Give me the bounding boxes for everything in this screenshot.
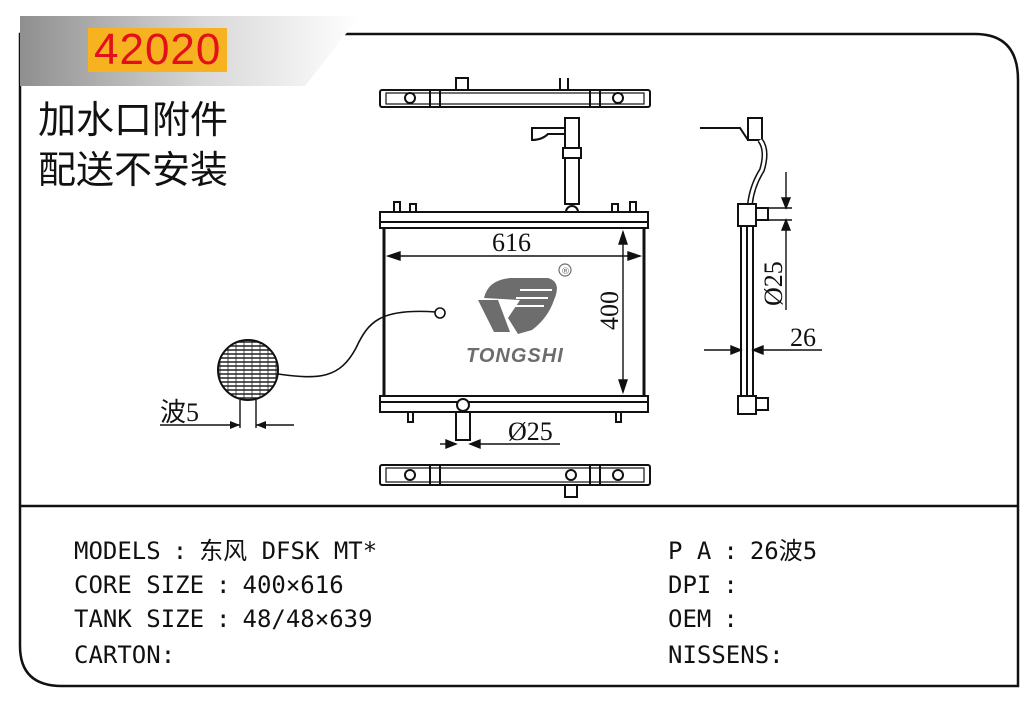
dimension-outlet-side — [768, 172, 792, 310]
dimension-outlet-side-label: Ø25 — [759, 261, 788, 306]
spec-value: 48/48×639 — [242, 605, 373, 633]
spec-dpi: DPI: — [668, 571, 738, 599]
dimension-core-height-label: 400 — [595, 291, 624, 330]
dimension-core-thickness-label: 26 — [790, 323, 816, 352]
spec-label: OEM — [668, 605, 712, 633]
spec-pa: P A:26波5 — [668, 537, 818, 565]
spec-value: 东风 DFSK MT* — [199, 537, 378, 565]
spec-label: P A — [668, 537, 712, 565]
dimension-core-width-label: 616 — [492, 228, 531, 257]
brand-name: TONGSHI — [466, 345, 564, 367]
spec-label: MODELS — [74, 537, 161, 565]
spec-label: NISSENS: — [668, 641, 784, 669]
spec-value: 400×616 — [242, 571, 344, 599]
spec-tank-size: TANK SIZE:48/48×639 — [74, 605, 373, 633]
spec-value: 26波5 — [749, 537, 818, 565]
note-line-2: 配送不安装 — [38, 148, 229, 192]
spec-nissens: NISSENS: — [668, 642, 784, 668]
fin-detail-callout — [160, 307, 446, 429]
dimension-outlet-front-label: Ø25 — [508, 417, 553, 446]
top-tank-view — [379, 77, 651, 108]
spec-oem: OEM: — [668, 605, 738, 633]
sheet-frame — [18, 32, 1020, 688]
dimension-outlet-front — [440, 438, 560, 450]
spec-models: MODELS:东风 DFSK MT* — [74, 537, 378, 565]
bottom-tank-view — [379, 464, 651, 498]
spec-label: CARTON: — [74, 641, 176, 669]
spec-label: TANK SIZE — [74, 605, 205, 633]
dimension-core-thickness — [704, 344, 822, 356]
tongshi-logo — [478, 263, 572, 334]
registered-mark: ® — [561, 267, 570, 277]
spec-core-size: CORE SIZE:400×616 — [74, 571, 344, 599]
spec-label: DPI — [668, 571, 712, 599]
radiator-side-view — [700, 117, 769, 415]
spec-carton: CARTON: — [74, 642, 175, 668]
fin-wave-label: 波5 — [160, 398, 199, 427]
spec-label: CORE SIZE — [74, 571, 205, 599]
part-number-label: 42020 — [88, 28, 228, 72]
dimension-core-height — [618, 229, 628, 395]
dimension-core-width — [385, 251, 643, 261]
note-line-1: 加水口附件 — [38, 98, 229, 142]
